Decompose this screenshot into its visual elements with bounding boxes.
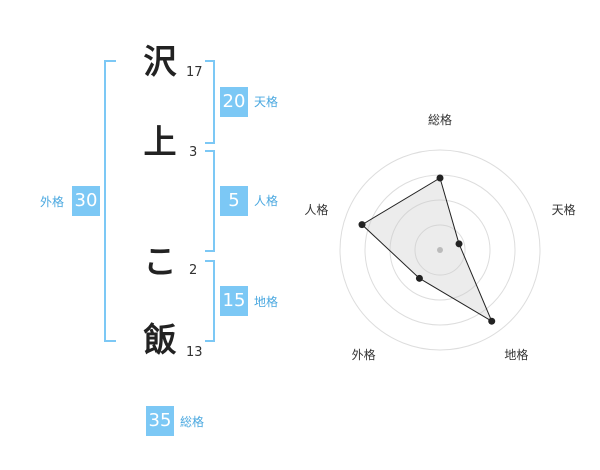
stroke-count-2: 3	[189, 145, 198, 160]
name-char-4: 飯	[143, 320, 177, 359]
chikaku-score: 15	[220, 286, 248, 316]
radar-area	[361, 177, 493, 323]
chikaku-label: 地格	[254, 295, 279, 309]
radar-ring-1	[414, 224, 466, 276]
gaikaku-score: 30	[72, 186, 100, 216]
radar-point-5	[358, 221, 366, 229]
name-char-2: 上	[143, 122, 177, 161]
stroke-count-4: 13	[186, 345, 203, 360]
chikaku-bracket	[205, 260, 215, 342]
radar-axis-label-4: 外格	[352, 347, 376, 362]
radar-points	[358, 174, 496, 325]
name-char-1: 沢	[143, 42, 177, 81]
stroke-count-3: 2	[189, 263, 198, 278]
radar-ring-2	[389, 199, 491, 301]
gaikaku-label: 外格	[40, 195, 65, 209]
soukaku-score: 35	[146, 406, 174, 436]
jinkaku-label: 人格	[254, 194, 279, 208]
radar-point-4	[415, 274, 423, 282]
gaikaku-bracket	[104, 60, 116, 342]
soukaku-label: 総格	[180, 415, 205, 429]
radar-point-3	[488, 317, 496, 325]
radar-axis-label-2: 天格	[552, 202, 576, 217]
name-char-3: こ	[143, 242, 177, 281]
jinkaku-score: 5	[220, 186, 248, 216]
tenkaku-bracket	[205, 60, 215, 144]
radar-point-1	[436, 174, 444, 182]
stroke-count-1: 17	[186, 65, 203, 80]
radar-ring-4	[339, 149, 541, 351]
tenkaku-score: 20	[220, 87, 248, 117]
radar-axis-label-5: 人格	[304, 202, 328, 217]
tenkaku-label: 天格	[254, 95, 279, 109]
radar-point-2	[455, 240, 463, 248]
radar-axis-label-3: 地格	[504, 347, 528, 362]
radar-axis-label-1: 総格	[428, 112, 452, 127]
jinkaku-bracket	[205, 150, 215, 252]
radar-center-dot	[437, 247, 443, 253]
